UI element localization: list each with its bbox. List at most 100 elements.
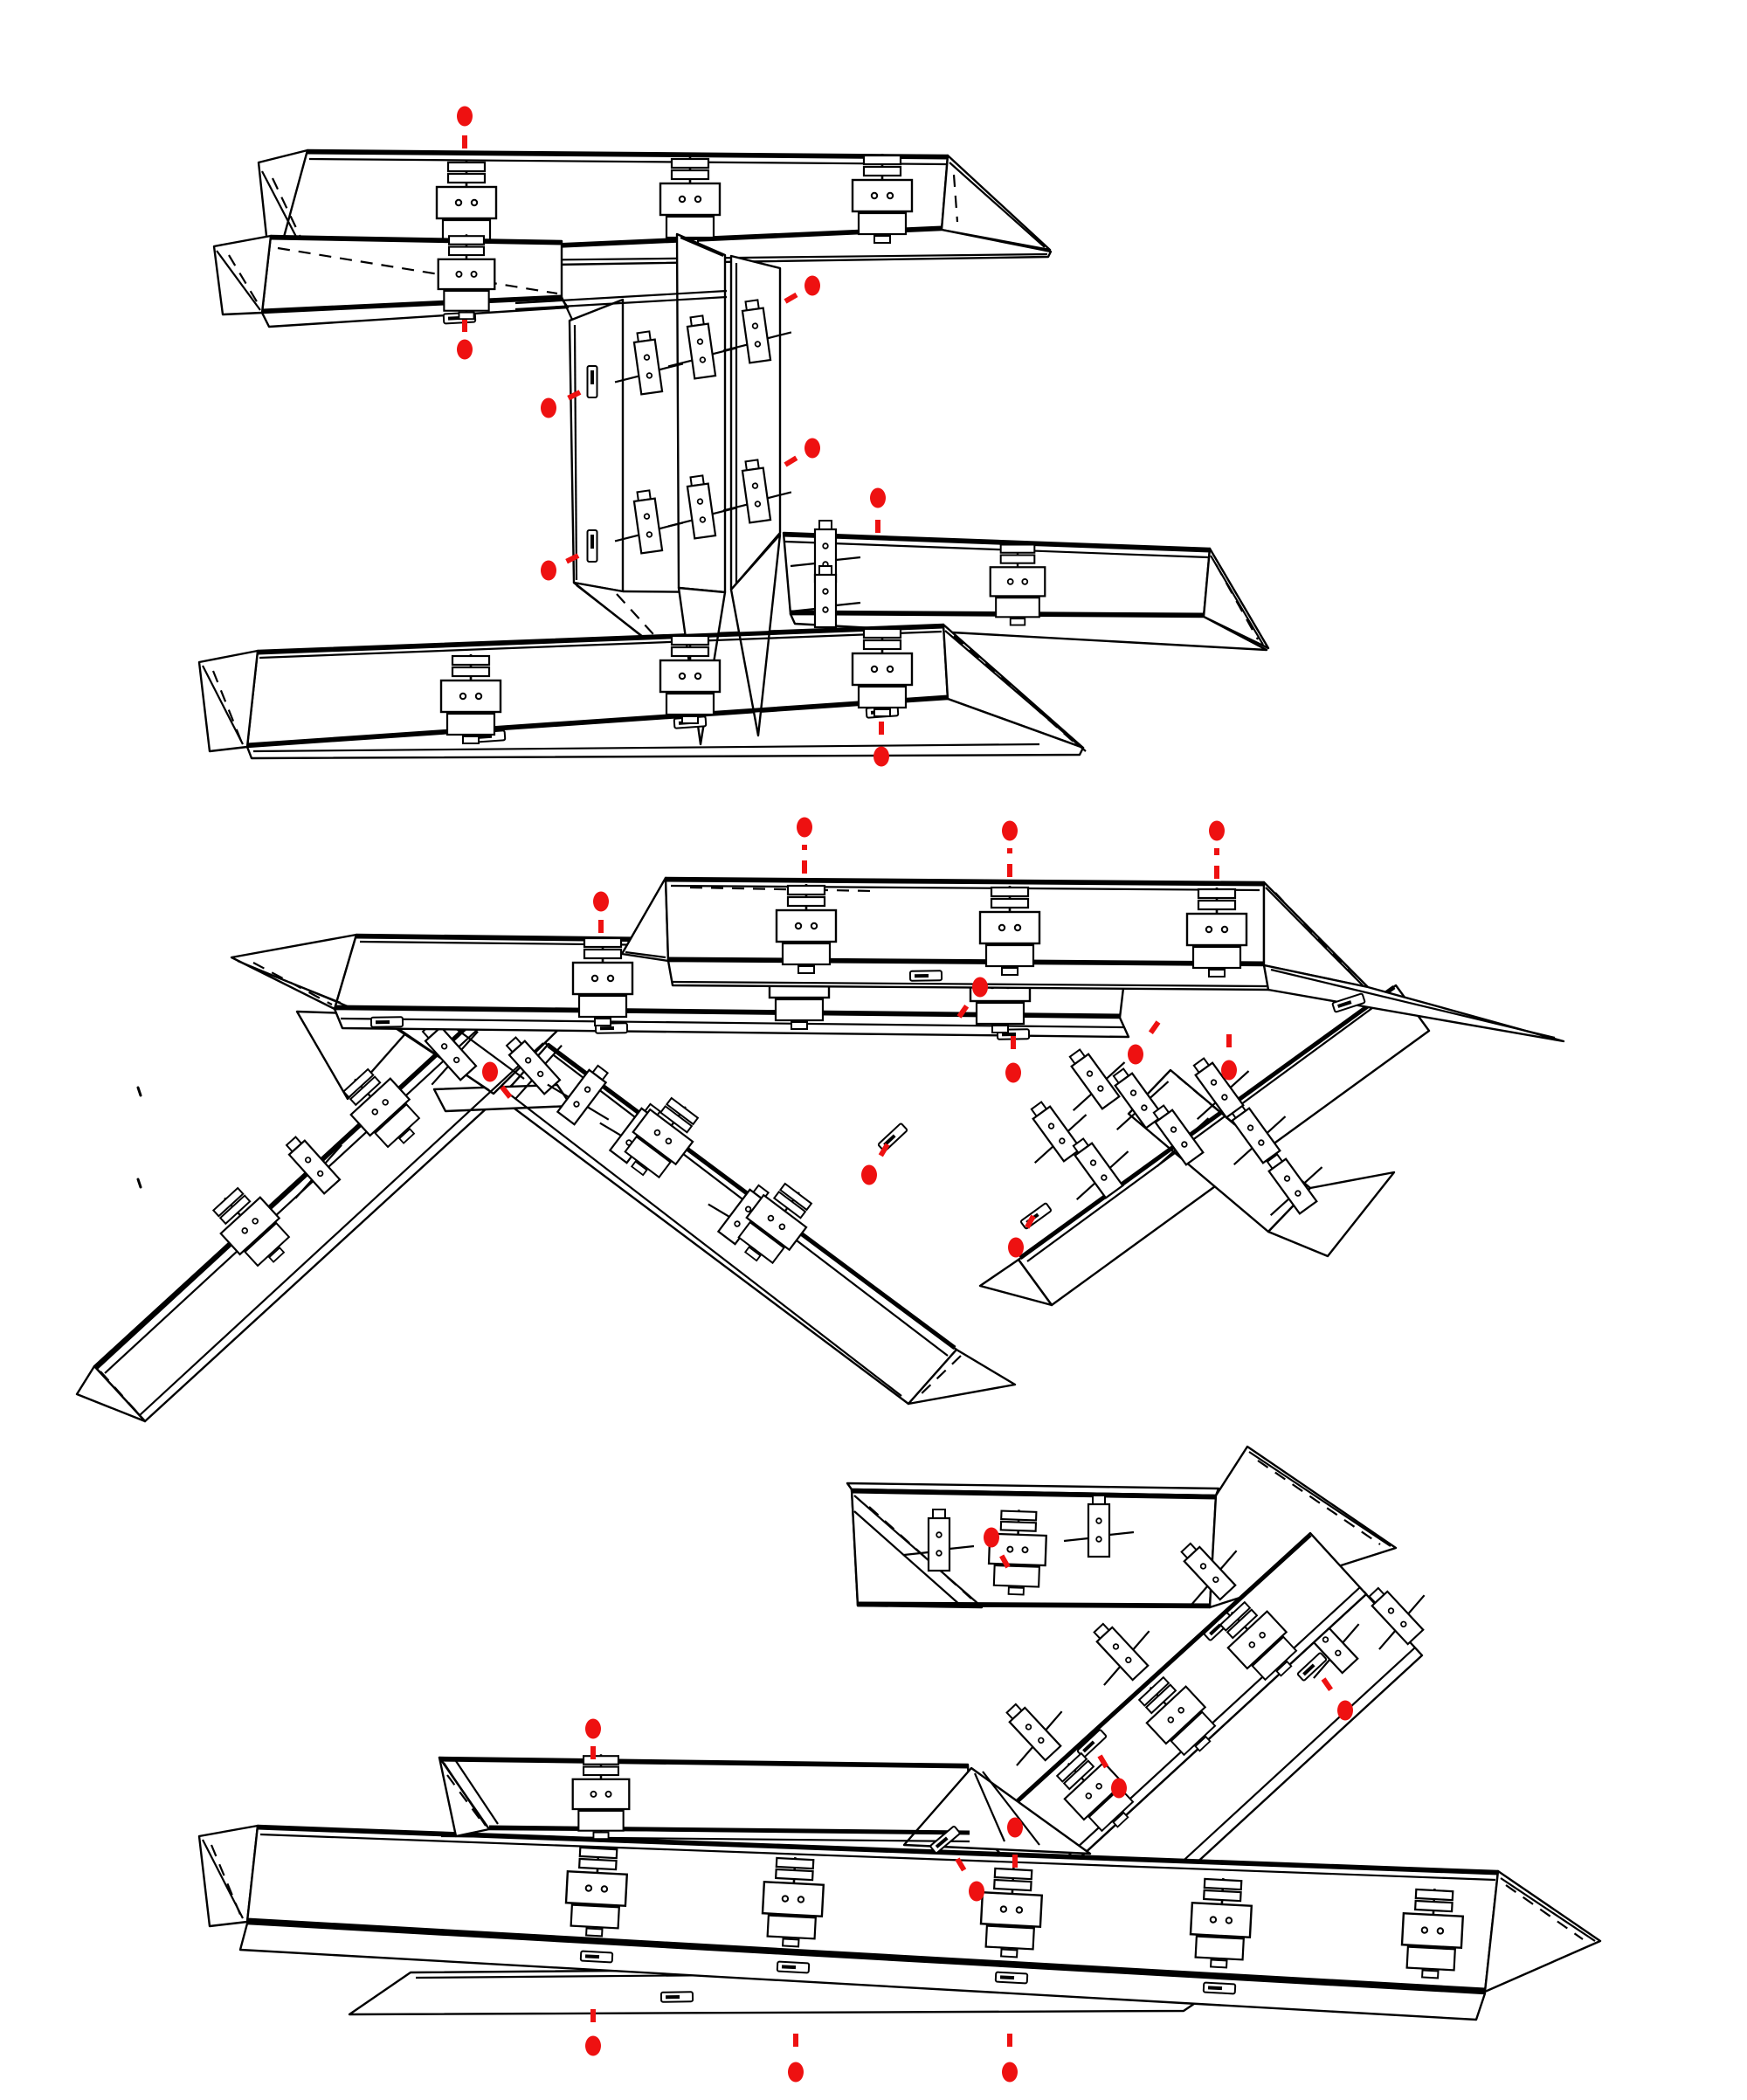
fastener-marker [1002, 2034, 1018, 2083]
fastener-dot [1007, 1817, 1023, 1838]
edge-line [252, 743, 1040, 753]
fastener-marker [1007, 1817, 1023, 1868]
edge-line [257, 624, 944, 655]
bracket [1189, 1877, 1253, 1969]
fastener-dot [797, 817, 812, 838]
edge-line [851, 1489, 1217, 1500]
leader-dash [784, 292, 799, 304]
edge-line [625, 950, 666, 959]
bracket [439, 654, 502, 744]
edge-line [270, 235, 563, 245]
hinge-plate [1068, 1048, 1126, 1112]
hinge-plate [1063, 1495, 1135, 1558]
hinge-plate [547, 1064, 610, 1126]
edge-line [1265, 887, 1364, 986]
edge-line [949, 162, 1046, 248]
slot [1019, 1202, 1053, 1230]
fastener-dot [457, 339, 473, 360]
fastener-marker [482, 1061, 513, 1099]
fastener-dot [1008, 1237, 1024, 1258]
fastener-dot [870, 487, 886, 508]
fastener-marker [457, 106, 473, 149]
fastener-dot [585, 2035, 601, 2056]
mid-upper-beam-group [620, 876, 1565, 1043]
leader-dash [998, 1551, 1011, 1569]
hinge-plate [667, 474, 737, 540]
hinge-plate [667, 314, 737, 380]
fastener-dot [1002, 820, 1018, 841]
hinge-plate [285, 1136, 342, 1199]
hinge-plate [614, 330, 684, 396]
fold-line [100, 1371, 141, 1416]
edge-line [989, 1538, 1306, 1828]
fold-line [228, 254, 261, 308]
hinge-plate [1368, 1586, 1426, 1650]
edge-line [1026, 995, 1390, 1262]
slot [1331, 992, 1366, 1013]
edge-line [307, 149, 949, 160]
fastener-dot [1337, 1700, 1353, 1721]
fold-line [952, 174, 959, 223]
fastener-marker [797, 817, 812, 874]
bottom-long-beam-group [197, 1824, 1602, 2021]
bottom-diag-front-group [981, 1531, 1368, 1897]
fold-line [210, 1844, 243, 1917]
fastener-marker [1002, 820, 1018, 877]
slot [908, 970, 943, 982]
panel [620, 876, 670, 963]
fold-line [953, 635, 1075, 743]
edge-line [1270, 968, 1556, 1040]
fastener-marker [585, 2009, 601, 2056]
fastener-marker [1008, 1214, 1036, 1258]
fastener-dot [482, 1061, 498, 1082]
fastener-dot [972, 977, 988, 998]
edge-line [261, 294, 563, 314]
edge-line [308, 157, 947, 166]
edge-line [246, 1917, 1486, 1993]
fastener-dot [1221, 1060, 1237, 1081]
fastener-marker [1209, 820, 1225, 879]
slot [659, 1991, 694, 2003]
fastener-marker [585, 1718, 601, 1759]
fastener-dot [593, 891, 609, 912]
bracket [979, 1867, 1044, 1958]
bracket [737, 1182, 813, 1265]
panel [664, 876, 1266, 967]
bracket [1400, 1888, 1465, 1979]
bracket [564, 1846, 629, 1938]
fastener-marker [870, 487, 886, 533]
bottom-beam-group [197, 533, 1087, 760]
panel [1267, 1171, 1396, 1258]
hinge-plate [1005, 1703, 1063, 1766]
edge-line [443, 1762, 487, 1827]
hinge-plate [1192, 1057, 1250, 1121]
fastener-marker [874, 722, 889, 767]
leader-dash [956, 999, 972, 1019]
fastener-dot [1002, 2062, 1018, 2083]
hinge-plate [722, 459, 792, 524]
edge-line [973, 1772, 1006, 1842]
leader-dash [1143, 1020, 1161, 1042]
fastener-markers-layer [457, 106, 1353, 2083]
stray-marks [136, 1086, 142, 1189]
left-short-beam-group [212, 234, 575, 328]
bracket [342, 1067, 421, 1149]
fastener-dot [804, 438, 820, 459]
leader-dash [563, 553, 580, 565]
edge-line [380, 1018, 490, 1091]
bottom-top-beam-group [846, 1445, 1398, 1609]
panel [238, 1922, 1487, 2021]
leader-dash [1097, 1754, 1113, 1775]
fastener-dot [788, 2062, 804, 2083]
fastener-dot [969, 1881, 984, 1902]
fastener-dot [984, 1527, 999, 1548]
edge-line [672, 980, 1267, 988]
hinge-plate [1093, 1622, 1150, 1686]
fastener-dot [861, 1164, 877, 1185]
edge-line [94, 994, 502, 1370]
edge-line [259, 630, 943, 660]
fastener-marker [541, 390, 582, 418]
edge-line [573, 324, 578, 581]
slot [776, 1960, 811, 1974]
